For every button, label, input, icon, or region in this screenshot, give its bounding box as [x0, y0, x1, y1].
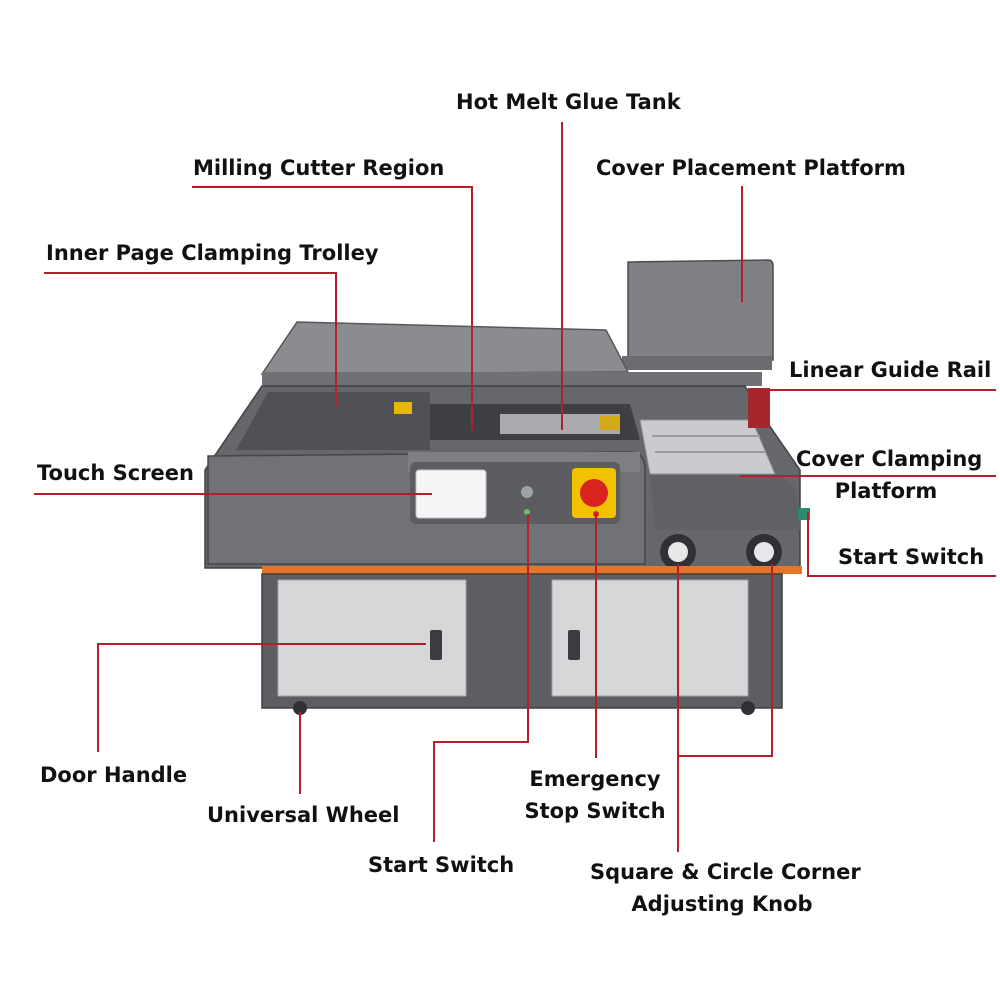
cover-placement-board — [622, 259, 774, 370]
label-linear-guide-rail: Linear Guide Rail — [789, 358, 992, 382]
universal-wheels — [293, 701, 755, 715]
label-hot-melt-glue-tank: Hot Melt Glue Tank — [456, 90, 681, 114]
label-start-switch-right: Start Switch — [838, 545, 985, 569]
leader-line-door-handle — [97, 643, 426, 752]
label-universal-wheel: Universal Wheel — [207, 803, 400, 827]
label-milling-cutter-region: Milling Cutter Region — [193, 156, 445, 180]
orange-stripe — [262, 566, 802, 574]
top-tray — [260, 321, 762, 386]
label-door-handle: Door Handle — [40, 763, 188, 787]
leader-line-inner-page-trolley — [44, 272, 337, 406]
label-cover-clamping-platform-line2: Platform — [834, 479, 938, 503]
label-corner-knob-line2: Adjusting Knob — [631, 892, 813, 916]
leader-line-start-switch-bottom — [433, 514, 529, 842]
label-cover-clamping-platform: Cover Clamping Platform — [796, 447, 983, 503]
label-emergency-stop-switch: Emergency Stop Switch — [515, 767, 675, 823]
label-emergency-stop-line1: Emergency — [529, 767, 661, 791]
label-cover-clamping-platform-line1: Cover Clamping — [796, 447, 983, 471]
label-corner-adjusting-knob: Square & Circle Corner Adjusting Knob — [590, 860, 861, 916]
control-panel — [207, 451, 646, 565]
leader-line-knob-right — [678, 564, 773, 757]
lower-cabinet — [261, 573, 783, 709]
label-inner-page-clamping-trolley: Inner Page Clamping Trolley — [46, 241, 379, 265]
cover-clamping-area — [639, 388, 800, 530]
leader-line-milling-cutter — [192, 186, 473, 430]
leader-line-start-switch-right — [807, 512, 996, 577]
corner-adjusting-knobs — [660, 508, 810, 570]
label-emergency-stop-line2: Stop Switch — [524, 799, 666, 823]
label-corner-knob-line1: Square & Circle Corner — [590, 860, 861, 884]
label-start-switch-bottom: Start Switch — [368, 853, 515, 877]
label-touch-screen: Touch Screen — [37, 461, 194, 485]
label-cover-placement-platform: Cover Placement Platform — [596, 156, 906, 180]
